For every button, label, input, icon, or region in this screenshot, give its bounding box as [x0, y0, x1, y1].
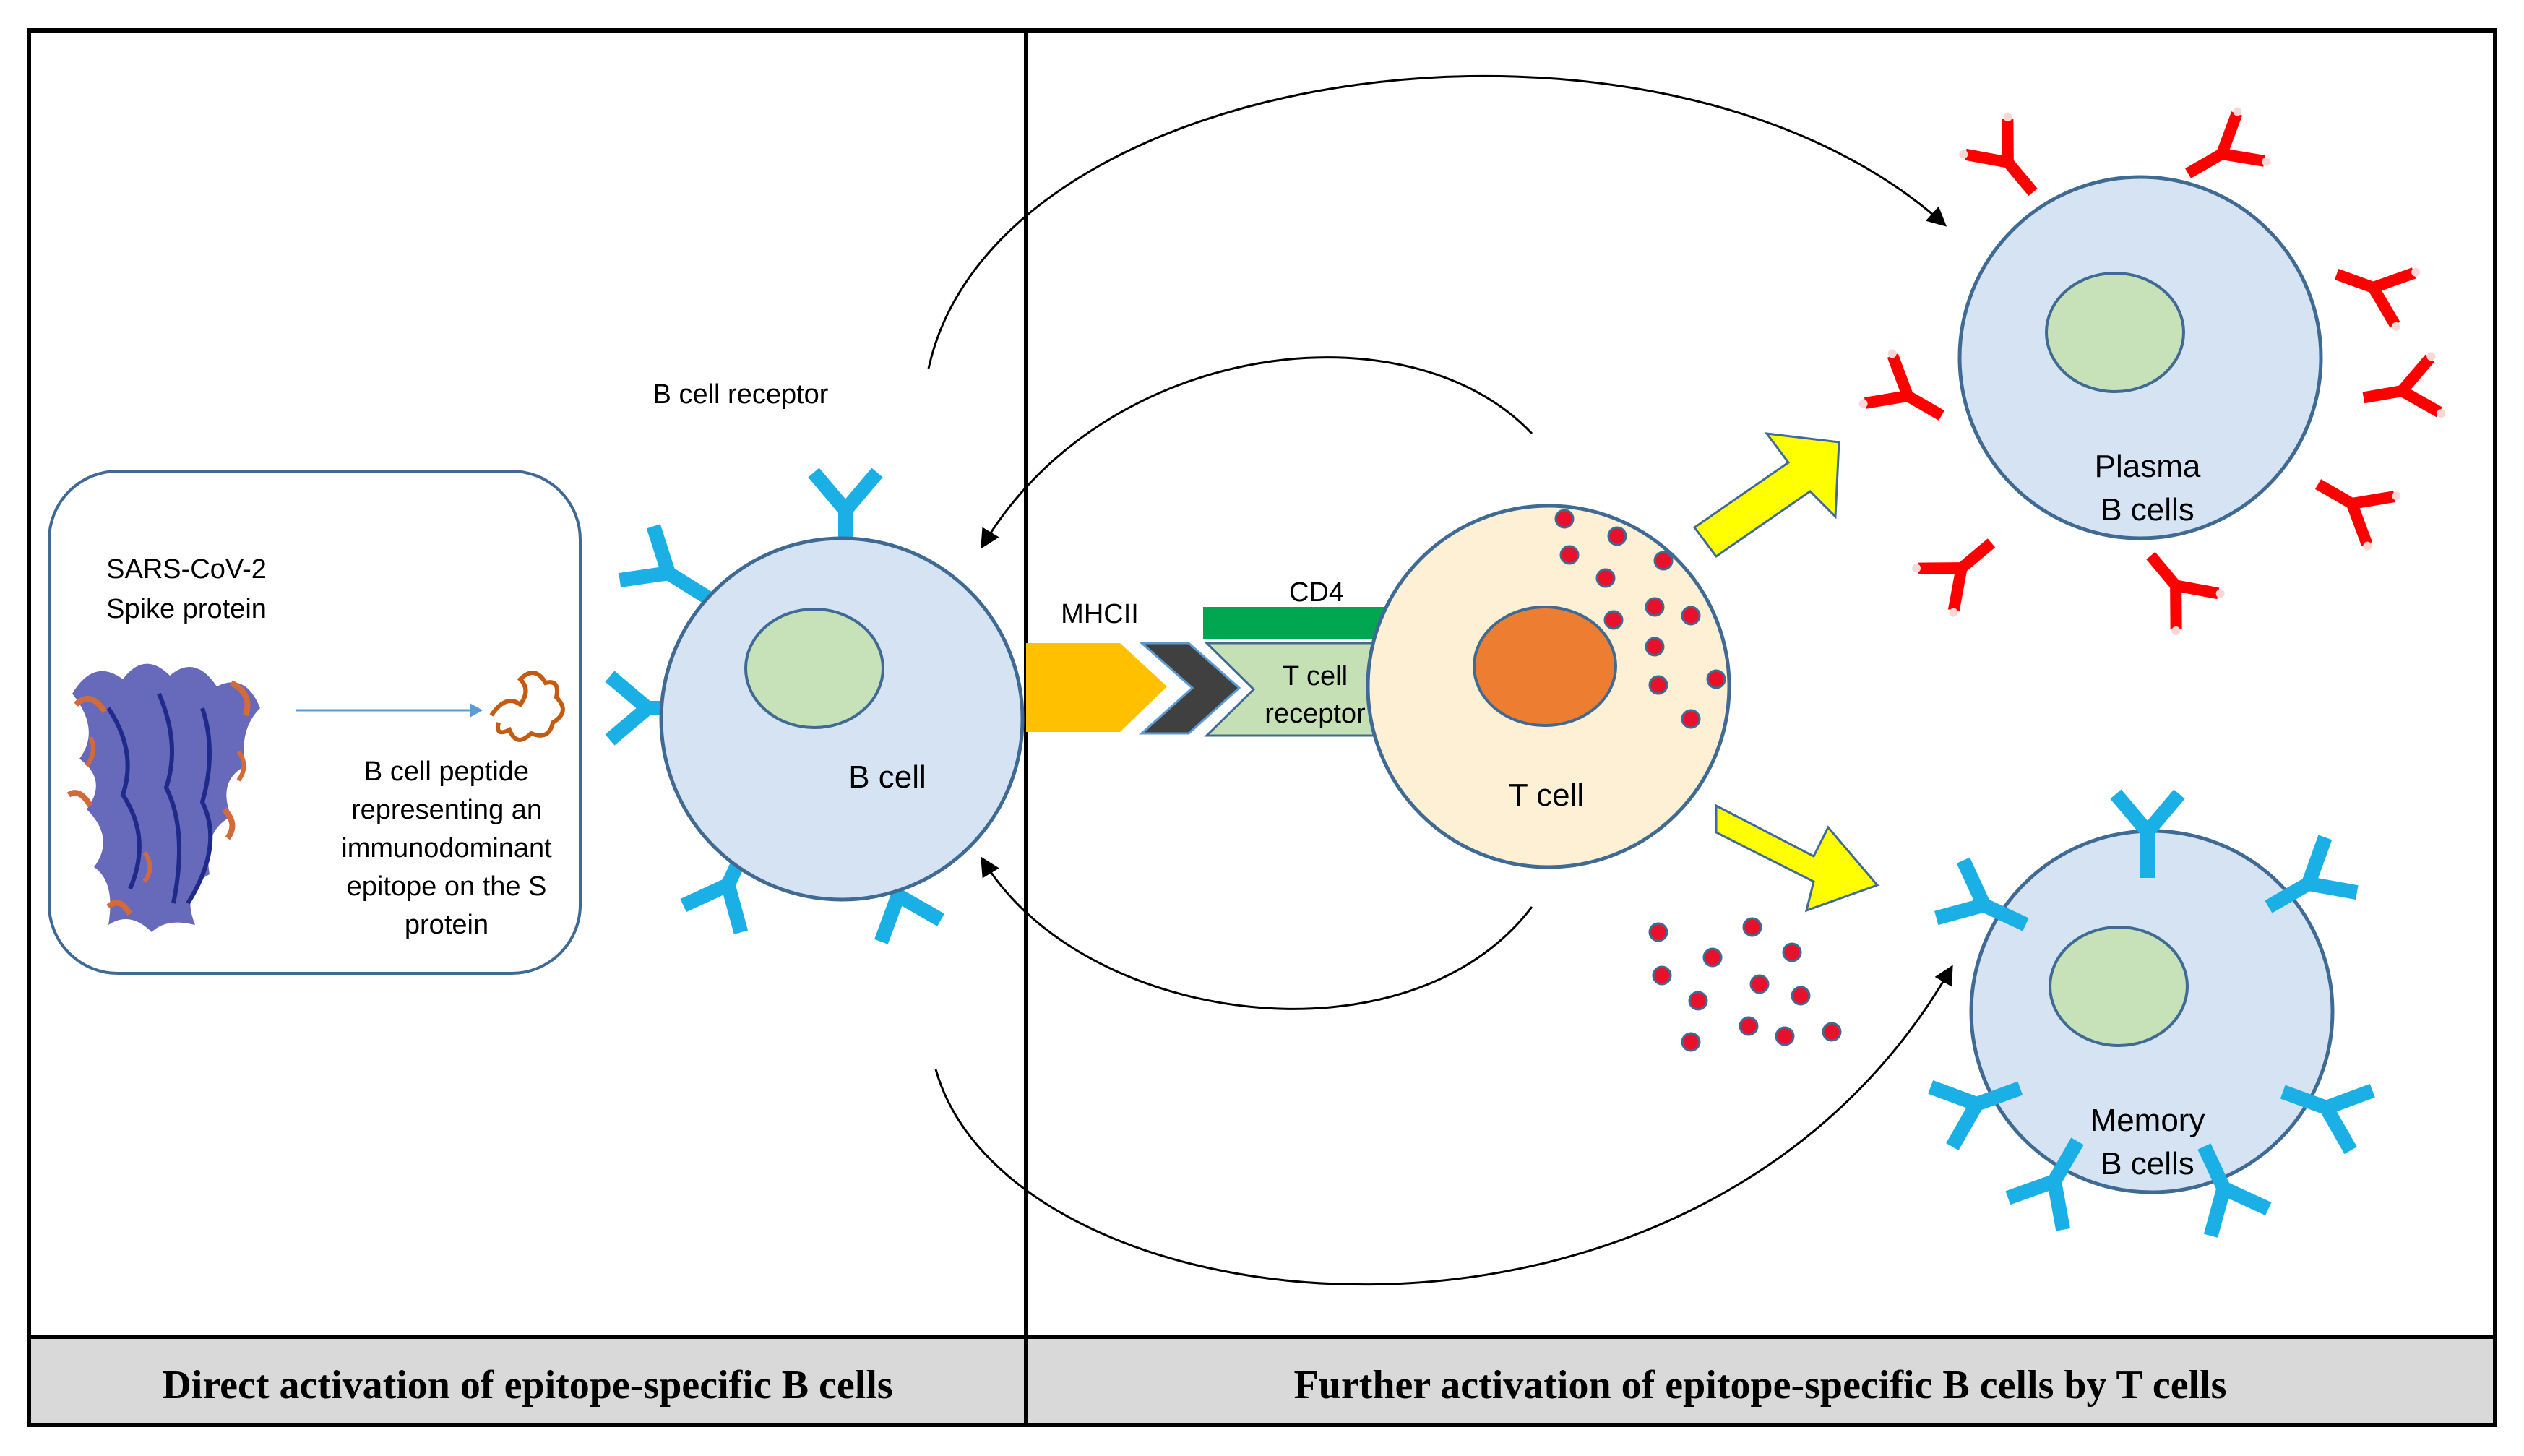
plasma-label-line1: Plasma — [2095, 449, 2201, 484]
peptide-icon — [489, 671, 565, 742]
bcell-to-memory-arrow — [934, 965, 1953, 1285]
arrow-to-plasma — [1692, 432, 1840, 559]
cd4-bar — [1203, 607, 1395, 639]
arrow-to-memory — [1715, 804, 1879, 913]
tcell-to-bcell-lower-arrow — [981, 856, 1533, 1010]
tcr-shape — [1204, 642, 1396, 737]
peptide-desc-line2: representing an — [351, 795, 542, 825]
plasma-label-line2: B cells — [2101, 492, 2194, 527]
memory-cell-nucleus — [2049, 926, 2189, 1047]
secreted-cytokines — [1648, 917, 1842, 1052]
spike-title-line2: Spike protein — [106, 594, 267, 624]
right-footer-bar — [1024, 1335, 2497, 1427]
bcell-to-plasma-arrow — [927, 74, 1947, 369]
tcr-label-line1: T cell — [1283, 661, 1348, 692]
peptide-desc-line3: immunodominant — [341, 833, 552, 863]
plasma-cell-nucleus — [2045, 272, 2185, 393]
peptide-desc-line4: epitope on the S — [347, 871, 547, 902]
cd4-label: CD4 — [1289, 577, 1344, 608]
t-cell-nucleus — [1473, 606, 1617, 727]
left-footer-bar — [27, 1335, 1028, 1427]
mhcii-label: MHCII — [1061, 599, 1139, 629]
peptide-desc-line5: protein — [405, 910, 488, 940]
t-cell-granules — [1554, 509, 1726, 729]
tcr-label-line2: receptor — [1265, 699, 1366, 729]
peptide-desc-line1: B cell peptide — [364, 757, 529, 787]
antigen-chevron — [1139, 642, 1241, 735]
b-cell-nucleus — [744, 608, 884, 729]
bcr-label: B cell receptor — [653, 379, 829, 410]
spike-title-line1: SARS-CoV-2 — [106, 554, 267, 585]
memory-label-line1: Memory — [2090, 1103, 2205, 1138]
tcell-to-bcell-upper-arrow — [981, 356, 1533, 549]
b-cell-label: B cell — [848, 759, 926, 795]
right-footer-title: Further activation of epitope-specific B… — [1294, 1363, 2227, 1408]
left-footer-title: Direct activation of epitope-specific B … — [162, 1363, 892, 1408]
spike-protein-structure-icon — [66, 663, 260, 932]
memory-label-line2: B cells — [2101, 1146, 2194, 1181]
t-cell-label: T cell — [1509, 777, 1584, 813]
mhcii-shape — [1026, 643, 1167, 732]
